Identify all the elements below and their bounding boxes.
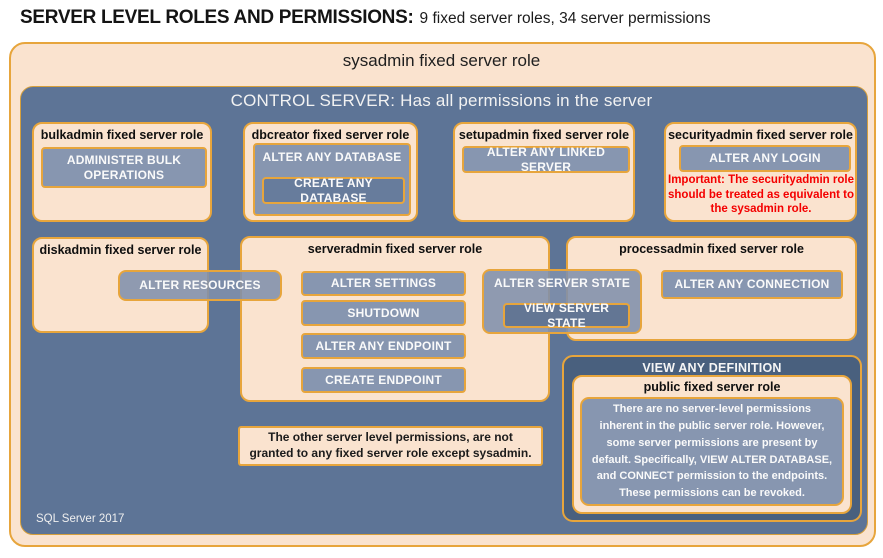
dbcreator-role-title: dbcreator fixed server role bbox=[251, 128, 410, 142]
permission-shutdown: SHUTDOWN bbox=[301, 300, 466, 326]
permission-create-endpoint: CREATE ENDPOINT bbox=[301, 367, 466, 393]
permission-alter-resources: ALTER RESOURCES bbox=[118, 270, 282, 301]
permission-create-any-database: CREATE ANY DATABASE bbox=[262, 176, 405, 205]
permission-view-server-state: VIEW SERVER STATE bbox=[503, 301, 630, 330]
setupadmin-role-title: setupadmin fixed server role bbox=[458, 128, 630, 142]
page-title: SERVER LEVEL ROLES AND PERMISSIONS: 9 fix… bbox=[20, 7, 860, 29]
securityadmin-role-box: securityadmin fixed server role ALTER AN… bbox=[664, 122, 857, 222]
public-role-description: There are no server-level permissions in… bbox=[580, 397, 844, 506]
footnote-box: The other server level permissions, are … bbox=[238, 426, 543, 466]
dbcreator-role-box: dbcreator fixed server role ALTER ANY DA… bbox=[243, 122, 418, 222]
diskadmin-role-title: diskadmin fixed server role bbox=[39, 243, 202, 257]
permission-alter-any-endpoint: ALTER ANY ENDPOINT bbox=[301, 333, 466, 359]
securityadmin-role-title: securityadmin fixed server role bbox=[668, 128, 853, 142]
permission-alter-settings: ALTER SETTINGS bbox=[301, 271, 466, 296]
sysadmin-role-label: sysadmin fixed server role bbox=[342, 51, 541, 70]
permission-alter-any-linked-server: ALTER ANY LINKED SERVER bbox=[462, 145, 630, 174]
permission-administer-bulk-operations: ADMINISTER BULK OPERATIONS bbox=[41, 147, 207, 188]
page-title-detail: 9 fixed server roles, 34 server permissi… bbox=[419, 10, 711, 27]
serveradmin-role-title: serveradmin fixed server role bbox=[307, 242, 483, 256]
permission-alter-any-connection: ALTER ANY CONNECTION bbox=[661, 270, 843, 299]
permission-alter-any-login: ALTER ANY LOGIN bbox=[679, 145, 851, 172]
bulkadmin-role-box: bulkadmin fixed server role ADMINISTER B… bbox=[32, 122, 212, 222]
control-server-label: CONTROL SERVER: Has all permissions in t… bbox=[230, 91, 653, 110]
page-title-emphasis: SERVER LEVEL ROLES AND PERMISSIONS: bbox=[20, 7, 414, 28]
public-role-title: public fixed server role bbox=[643, 380, 781, 394]
serveradmin-role-box: serveradmin fixed server role ALTER SETT… bbox=[240, 236, 550, 402]
sql-server-version-label: SQL Server 2017 bbox=[36, 513, 125, 525]
setupadmin-role-box: setupadmin fixed server role ALTER ANY L… bbox=[453, 122, 635, 222]
securityadmin-warning-text: Important: The securityadmin role should… bbox=[668, 174, 854, 216]
permission-view-any-definition-label: VIEW ANY DEFINITION bbox=[642, 361, 782, 375]
bulkadmin-role-title: bulkadmin fixed server role bbox=[40, 128, 204, 142]
processadmin-role-title: processadmin fixed server role bbox=[619, 242, 804, 256]
